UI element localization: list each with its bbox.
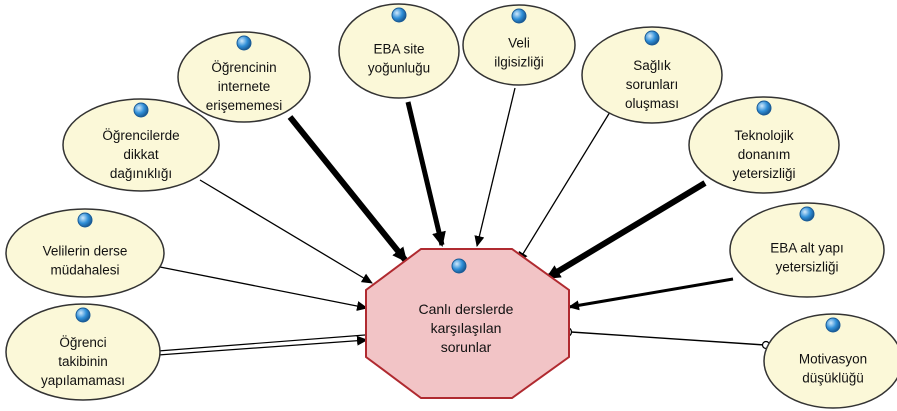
cause-node-label-line: takibinin — [58, 354, 108, 369]
cause-node-ellipse — [729, 202, 885, 298]
cause-node-ellipse — [581, 26, 723, 124]
cause-node-label-line: EBA site — [373, 42, 424, 57]
cause-node-label-line: dağınıklığı — [110, 166, 172, 181]
blue-circle-icon — [391, 7, 407, 23]
link-teknolojik-donanim — [545, 180, 707, 281]
blue-circle-icon — [644, 30, 660, 46]
cause-node-veli-ilgisizligi[interactable]: Veli ilgisizliği — [462, 4, 576, 86]
cause-node-ogrencinin-internete[interactable]: Öğrencinin internete erişememesi — [177, 31, 311, 123]
cause-node-label-line: erişememesi — [206, 98, 283, 113]
central-label-line-3: sorunlar — [441, 339, 492, 355]
link-ogrencilerde-dikkat — [199, 179, 373, 284]
cause-node-label-line: yetersizliği — [775, 260, 838, 275]
cause-node-ellipse — [5, 208, 165, 298]
cause-node-ellipse — [338, 3, 460, 99]
cause-node-ellipse — [177, 31, 311, 123]
cause-node-ellipse — [5, 303, 161, 401]
link-eba-alt-yapi — [568, 277, 734, 311]
cause-node-velilerin-derse[interactable]: Velilerin derse müdahalesi — [5, 208, 165, 298]
cause-node-label-line: Sağlık — [633, 58, 671, 73]
blue-circle-icon — [511, 8, 527, 24]
cause-node-label-line: ilgisizliği — [494, 55, 544, 70]
cause-node-eba-site[interactable]: EBA site yoğunluğu — [338, 3, 460, 99]
cause-node-label-line: yapılamaması — [41, 373, 125, 388]
blue-circle-icon — [451, 258, 467, 274]
blue-circle-icon — [236, 35, 252, 51]
central-problem-node[interactable]: Canlı derslerde karşılaşılan sorunlar — [365, 248, 570, 399]
cause-node-label-line: oluşması — [625, 96, 679, 111]
link-veli-ilgisizligi — [474, 87, 516, 247]
cause-nodes: Öğrencinin internete erişememesi EBA site yo… — [5, 3, 897, 409]
cause-node-label-line: Öğrenci — [59, 335, 106, 350]
cause-node-label-line: yetersizliği — [732, 166, 795, 181]
cause-node-saglik-sorunlari[interactable]: Sağlık sorunları oluşması — [581, 26, 723, 124]
cause-node-teknolojik-donanim[interactable]: Teknolojik donanım yetersizliği — [688, 96, 840, 194]
cause-node-label-line: Veli — [508, 36, 530, 51]
cause-node-eba-alt-yapi[interactable]: EBA alt yapı yetersizliği — [729, 202, 885, 298]
cause-node-label-line: düşüklüğü — [802, 371, 864, 386]
cause-node-label-line: dikkat — [123, 147, 159, 162]
cause-node-label-line: Öğrencinin — [211, 60, 276, 75]
cause-node-label-line: sorunları — [626, 77, 679, 92]
cause-node-ellipse — [462, 4, 576, 86]
blue-circle-icon — [756, 100, 772, 116]
link-ogrenci-takibinin-b — [157, 335, 368, 356]
cause-node-ellipse — [688, 96, 840, 194]
link-ogrencinin-internete — [287, 115, 409, 263]
central-label-line-2: karşılaşılan — [431, 320, 502, 336]
link-velilerin-derse — [159, 266, 368, 311]
cause-node-label-line: Velilerin derse — [43, 244, 128, 259]
blue-circle-icon — [799, 206, 815, 222]
blue-circle-icon — [75, 307, 91, 323]
cause-node-ogrencilerde-dikkat[interactable]: Öğrencilerde dikkat dağınıklığı — [62, 98, 220, 192]
blue-circle-icon — [825, 317, 841, 333]
cause-node-label-line: donanım — [738, 147, 791, 162]
central-octagon-border — [365, 248, 570, 399]
link-eba-site — [405, 101, 446, 247]
link-saglik-sorunlari — [517, 111, 611, 263]
central-octagon — [366, 249, 569, 398]
link-ogrenci-takibinin-a — [157, 334, 366, 352]
central-label-line-1: Canlı derslerde — [419, 301, 514, 317]
blue-circle-icon — [77, 212, 93, 228]
link-motivasyon — [570, 331, 766, 346]
cause-node-ogrenci-takibinin[interactable]: Öğrenci takibinin yapılamaması — [5, 303, 161, 401]
cause-node-motivasyon[interactable]: Motivasyon düşüklüğü — [763, 313, 897, 409]
cause-node-label-line: yoğunluğu — [368, 61, 430, 76]
cause-node-ellipse — [62, 98, 220, 192]
cause-node-label-line: internete — [218, 79, 271, 94]
cause-node-label-line: Öğrencilerde — [102, 128, 179, 143]
cause-node-ellipse — [763, 313, 897, 409]
cause-node-label-line: EBA alt yapı — [770, 241, 844, 256]
cause-node-label-line: Teknolojik — [734, 128, 794, 143]
blue-circle-icon — [133, 102, 149, 118]
cause-node-label-line: müdahalesi — [50, 263, 119, 278]
cause-node-label-line: Motivasyon — [799, 352, 867, 367]
